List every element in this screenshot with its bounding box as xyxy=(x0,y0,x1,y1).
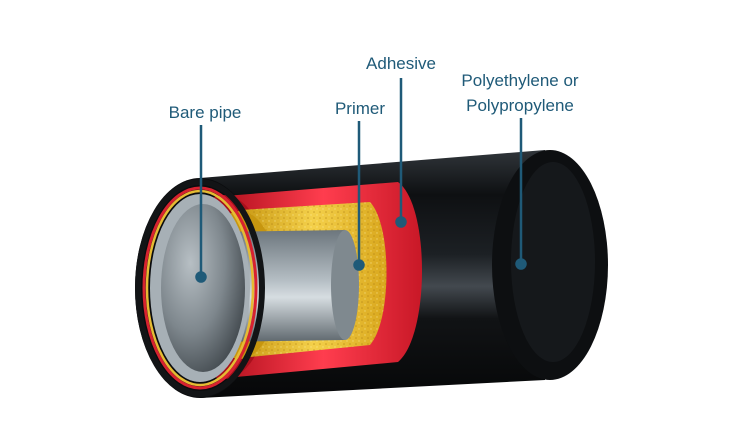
primer-leader-dot xyxy=(353,259,365,271)
adhesive-label: Adhesive xyxy=(366,54,436,73)
primer-label: Primer xyxy=(334,99,386,118)
bare-pipe-leader-dot xyxy=(195,271,207,283)
outer-coating-label-line2: Polypropylene xyxy=(466,96,574,115)
outer-coating-label-line1: Polyethylene or xyxy=(461,71,579,90)
adhesive-leader-dot xyxy=(395,216,407,228)
pipe-bore xyxy=(161,204,245,372)
outer-leader-dot xyxy=(515,258,527,270)
bare-pipe-label: Bare pipe xyxy=(168,103,242,122)
